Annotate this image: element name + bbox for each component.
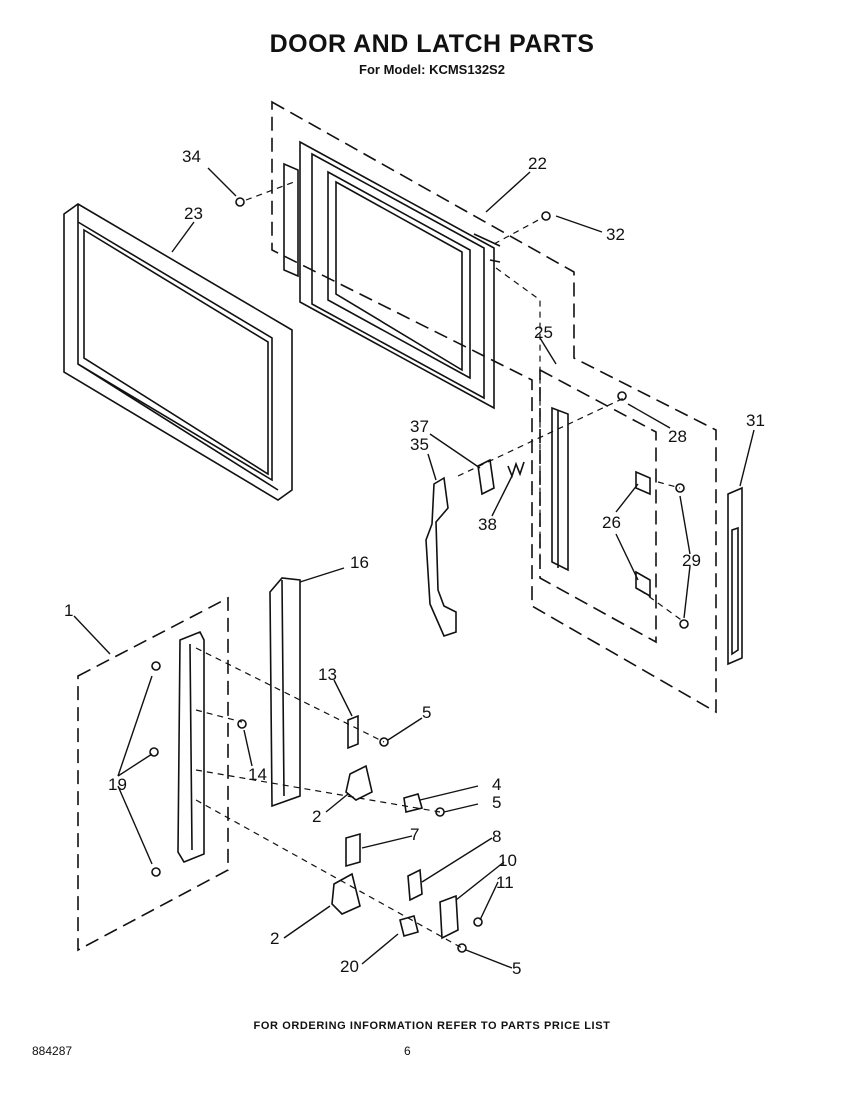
callout-14: 14 bbox=[248, 765, 267, 784]
callout-20: 20 bbox=[340, 957, 359, 976]
callout-13: 13 bbox=[318, 665, 337, 684]
callout-25: 25 bbox=[534, 323, 553, 342]
callout-4: 4 bbox=[492, 775, 501, 794]
door-frame bbox=[283, 140, 501, 410]
alignment-lines bbox=[195, 181, 685, 949]
latch-assembly-boundary bbox=[539, 368, 657, 644]
callout-16: 16 bbox=[350, 553, 369, 572]
callout-34: 34 bbox=[182, 147, 201, 166]
leader-lines bbox=[73, 167, 755, 969]
callout-23: 23 bbox=[184, 204, 203, 223]
callout-1: 1 bbox=[64, 601, 73, 620]
hinge-block-upper bbox=[345, 764, 373, 801]
door-assembly-boundary bbox=[271, 100, 717, 714]
switch-20 bbox=[399, 915, 419, 937]
latch-strip bbox=[727, 486, 743, 666]
model-subtitle: For Model: KCMS132S2 bbox=[359, 62, 505, 77]
callout-5-mid: 5 bbox=[492, 793, 501, 812]
hinge-assembly-boundary bbox=[77, 596, 229, 952]
callout-29: 29 bbox=[682, 551, 701, 570]
callout-2-upper: 2 bbox=[312, 807, 321, 826]
callout-37: 37 bbox=[410, 417, 429, 436]
callout-10: 10 bbox=[498, 851, 517, 870]
callout-19: 19 bbox=[108, 775, 127, 794]
switch-4 bbox=[403, 793, 423, 813]
callout-28: 28 bbox=[668, 427, 687, 446]
document-number: 884287 bbox=[32, 1044, 73, 1058]
callout-11: 11 bbox=[496, 873, 514, 892]
latch-lever bbox=[425, 476, 457, 637]
diagram-title: DOOR AND LATCH PARTS bbox=[269, 30, 595, 58]
callout-5-bottom: 5 bbox=[512, 959, 521, 978]
callout-26: 26 bbox=[602, 513, 621, 532]
callout-5-top: 5 bbox=[422, 703, 431, 722]
latch-pawl bbox=[477, 458, 495, 496]
bracket-10 bbox=[439, 894, 459, 940]
callout-7: 7 bbox=[410, 825, 419, 844]
callout-2-lower: 2 bbox=[270, 929, 279, 948]
latch-spring bbox=[507, 461, 525, 479]
screw-set bbox=[149, 197, 689, 953]
callout-35: 35 bbox=[410, 435, 429, 454]
switch-8 bbox=[407, 868, 423, 902]
hinge-plate bbox=[177, 630, 205, 863]
door-choke-frame bbox=[63, 203, 293, 501]
ordering-info-footer: FOR ORDERING INFORMATION REFER TO PARTS … bbox=[253, 1020, 611, 1032]
switch-bracket-13 bbox=[347, 714, 359, 750]
hinge-channel bbox=[269, 577, 301, 808]
callout-38: 38 bbox=[478, 515, 497, 534]
page-number: 6 bbox=[404, 1044, 411, 1058]
hinge-block-lower bbox=[331, 872, 361, 915]
latch-bracket bbox=[551, 406, 651, 598]
callout-22: 22 bbox=[528, 154, 547, 173]
callout-32: 32 bbox=[606, 225, 625, 244]
callout-31: 31 bbox=[746, 411, 765, 430]
callout-8: 8 bbox=[492, 827, 501, 846]
insulator-7 bbox=[345, 832, 361, 868]
